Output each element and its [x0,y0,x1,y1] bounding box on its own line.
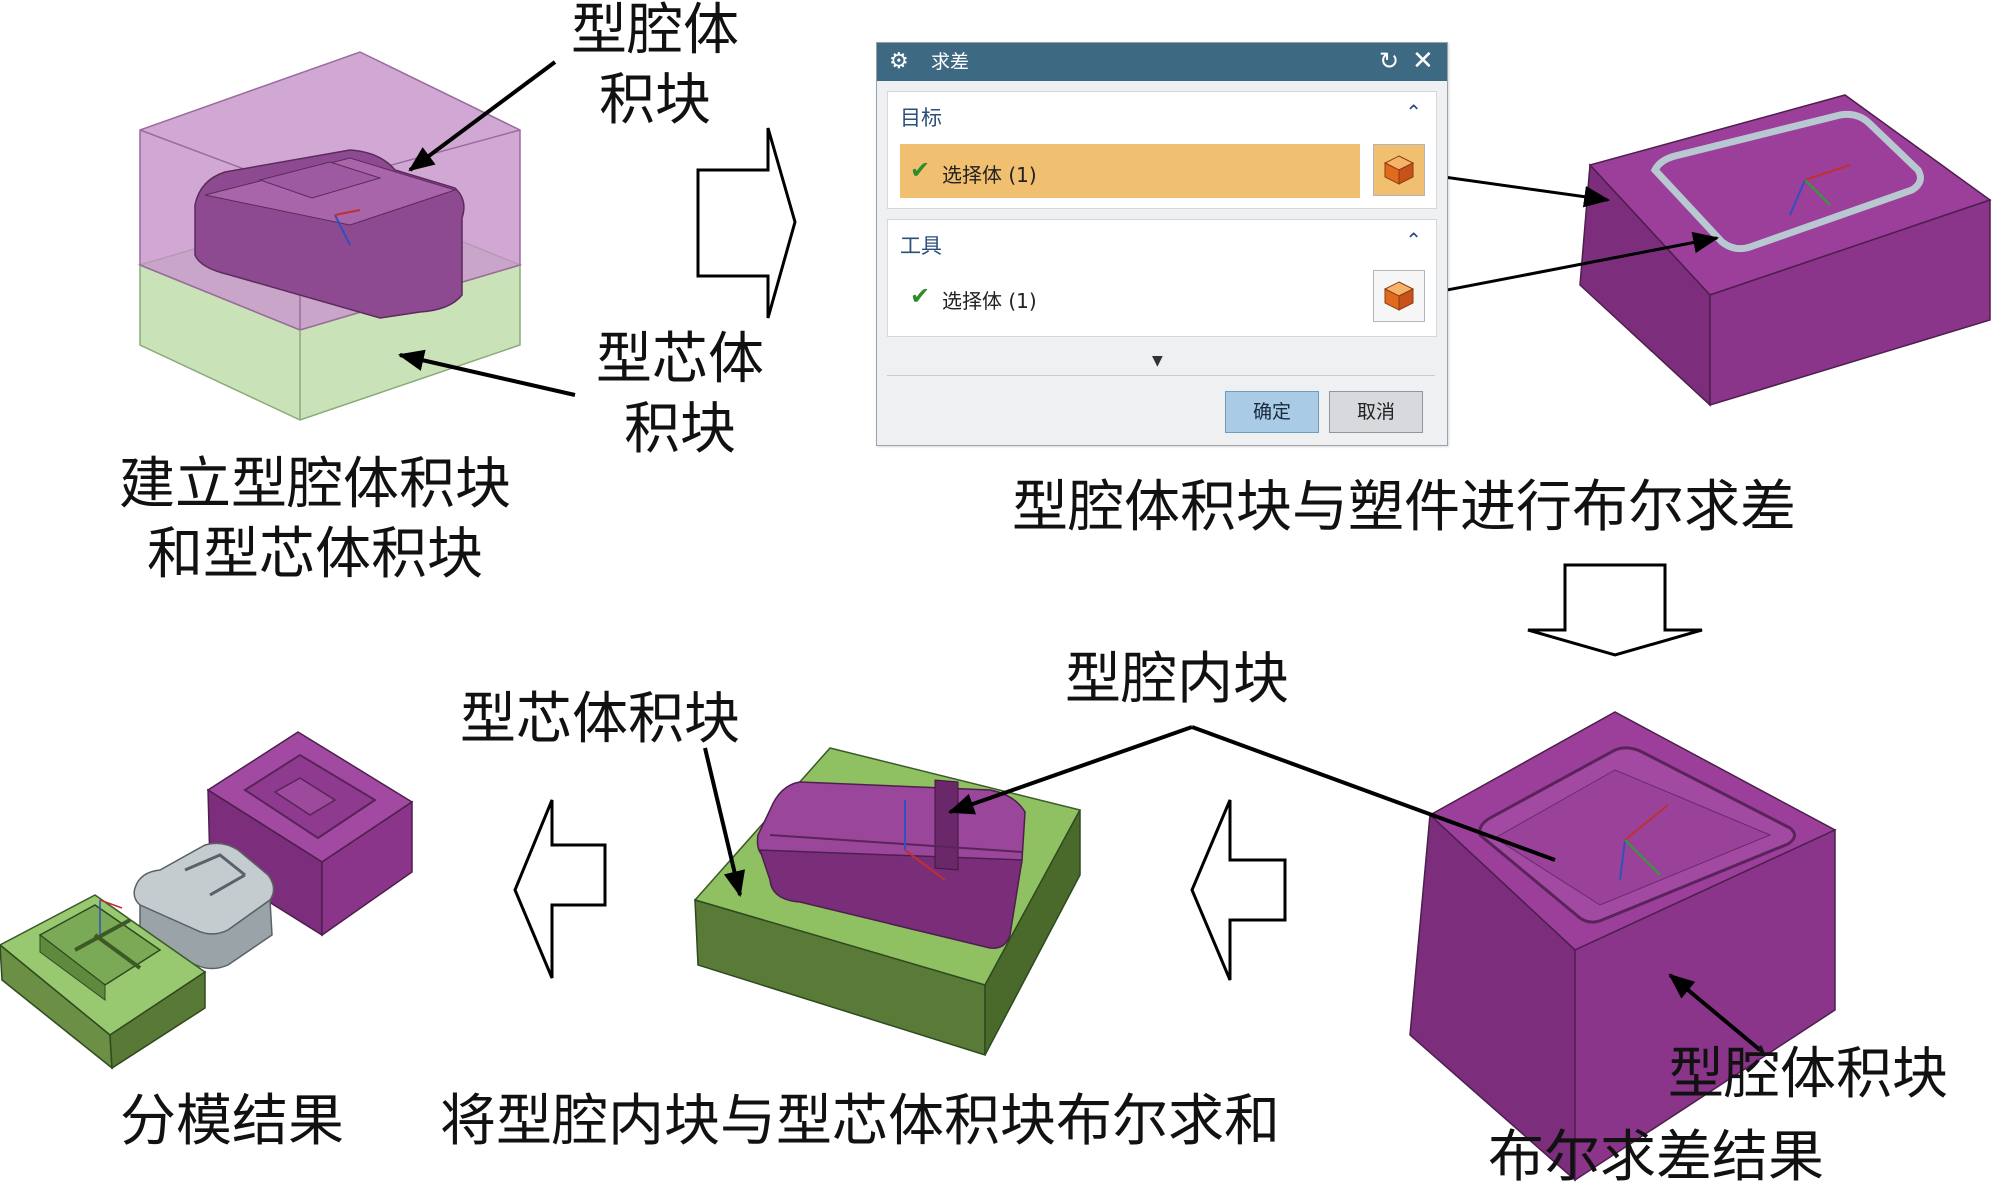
leader-insert-left [947,725,1193,815]
figure-mold-split-result [0,731,414,1070]
ok-button[interactable]: 确定 [1225,391,1319,433]
label-cavity-block-right: 型腔体积块 [1668,1042,1948,1107]
dialog-title-bar: ⚙ 求差 ↻ ✕ [877,43,1447,81]
label-cavity-block-top-line1: 型腔体 [571,0,739,63]
figure-cavity-core-blocks [137,51,523,421]
subtract-dialog: ⚙ 求差 ↻ ✕ 目标 ⌃ ✔ 选择体 (1) 工具 ⌃ ✔ 选择体 (1) [876,42,1448,446]
caption-step3: 布尔求差结果 [1488,1125,1824,1190]
leader-tool-body [1394,231,1720,302]
caption-step4: 将型腔内块与型芯体积块布尔求和 [440,1089,1280,1154]
flow-arrow-left-2 [513,799,607,979]
label-core-block-mid: 型芯体积块 [460,687,740,752]
caption-step1-line2: 和型芯体积块 [147,522,483,587]
caption-step5: 分模结果 [120,1089,344,1154]
flow-arrow-down [1527,563,1703,657]
dialog-title: 求差 [931,51,970,73]
check-icon: ✔ [910,282,931,310]
target-select-row[interactable]: ✔ 选择体 (1) [900,144,1360,198]
flow-arrow-right [696,127,797,319]
reset-icon[interactable]: ↻ [1379,47,1400,75]
cube-icon [1383,155,1415,185]
chevron-up-icon[interactable]: ⌃ [1405,100,1422,124]
label-cavity-block-top: 型腔体 积块 [555,0,755,136]
label-core-block-line1: 型芯体 [596,327,764,392]
target-section: 目标 ⌃ ✔ 选择体 (1) [887,91,1437,209]
caption-step1: 建立型腔体积块 和型芯体积块 [90,450,540,590]
tool-section-header[interactable]: 工具 [900,234,942,258]
target-select-label: 选择体 (1) [942,163,1037,187]
tool-section: 工具 ⌃ ✔ 选择体 (1) [887,219,1437,337]
label-core-block-line2: 积块 [624,397,736,462]
cube-icon [1383,281,1415,311]
leader-cavity-top [408,60,557,172]
caption-step1-line1: 建立型腔体积块 [119,452,511,517]
flow-arrow-left-1 [1190,799,1287,981]
figure-core-with-insert [693,747,1082,1057]
label-cavity-block-top-line2: 积块 [599,68,711,133]
chevron-up-icon[interactable]: ⌃ [1405,228,1422,252]
triangle-down-icon[interactable]: ▼ [1152,353,1163,369]
tool-select-label: 选择体 (1) [942,289,1037,313]
caption-step2: 型腔体积块与塑件进行布尔求差 [1012,475,1796,540]
leader-core [397,349,576,397]
tool-select-row[interactable]: ✔ 选择体 (1) [900,270,1360,324]
leader-core-block-mid [703,747,746,898]
cancel-button[interactable]: 取消 [1329,391,1423,433]
label-cavity-insert: 型腔内块 [1065,647,1289,712]
leader-cavity-block-right [1668,973,1762,1052]
tool-select-body-button[interactable] [1373,270,1425,322]
gear-icon[interactable]: ⚙ [889,49,909,74]
dialog-separator [887,375,1435,376]
target-select-body-button[interactable] [1373,144,1425,196]
target-section-header[interactable]: 目标 [900,106,942,130]
leader-insert-right [1191,725,1556,862]
label-core-block: 型芯体 积块 [580,325,780,465]
close-icon[interactable]: ✕ [1412,46,1434,76]
check-icon: ✔ [910,156,931,184]
figure-cavity-with-part [1579,94,1992,407]
